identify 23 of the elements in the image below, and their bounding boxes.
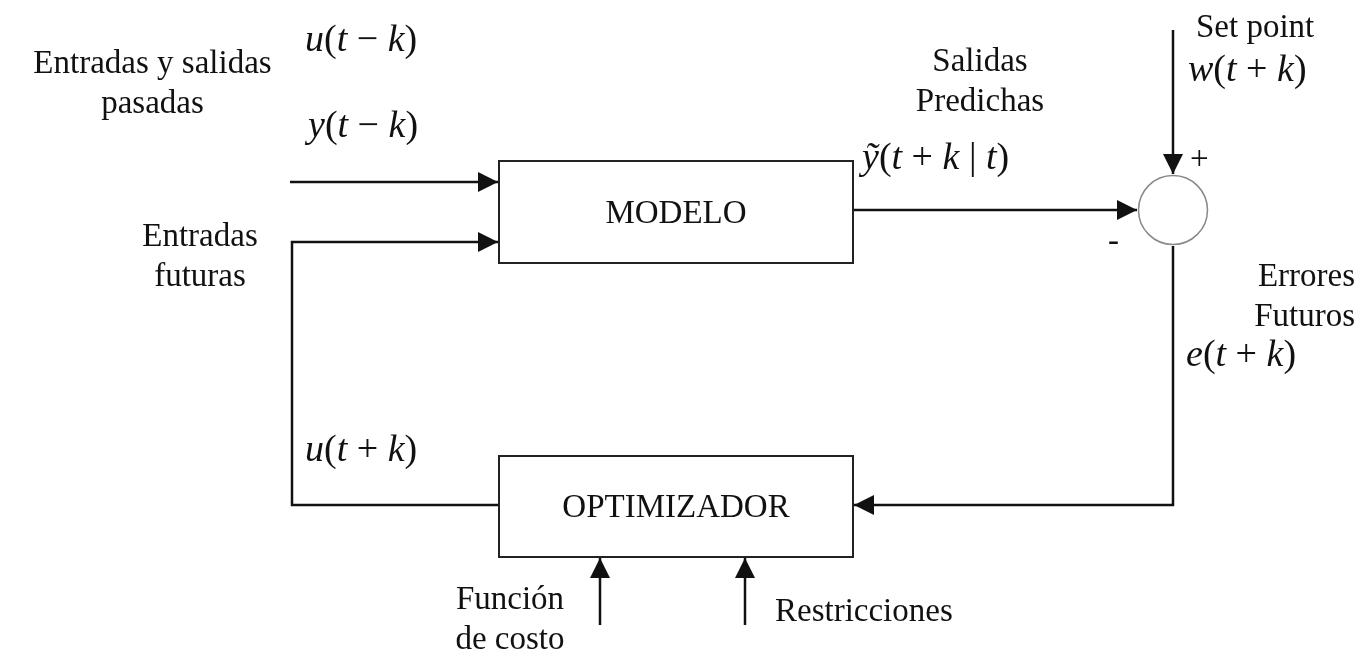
arrow (290, 232, 498, 507)
arrow (854, 246, 1175, 515)
math-expression: u(t − k) (305, 18, 419, 58)
arrow (1163, 30, 1183, 174)
arrow (590, 558, 610, 625)
arrow (735, 558, 755, 625)
sign-label: + (1190, 139, 1210, 178)
math-expression: w(t + k) (1188, 48, 1308, 88)
input-label: Función de costo (454, 579, 566, 658)
summing-junction (1137, 174, 1209, 246)
signal-name: Set point (1196, 7, 1316, 46)
input-label: Restricciones (775, 591, 954, 630)
error-label: Errores Futuros (1253, 256, 1355, 335)
output-label: Salidas Predichas (914, 41, 1046, 120)
optimizer-block: OPTIMIZADOR (498, 455, 854, 558)
math-expression: u(t + k) (305, 428, 419, 468)
model-block: MODELO (498, 160, 854, 264)
sign-label: - (1108, 221, 1120, 260)
arrow (854, 200, 1137, 220)
math-expression: e(t + k) (1186, 333, 1298, 373)
input-label: Entradas y salidas pasadas (32, 43, 273, 122)
input-label: Entradas futuras (141, 216, 259, 295)
arrow (290, 172, 498, 192)
